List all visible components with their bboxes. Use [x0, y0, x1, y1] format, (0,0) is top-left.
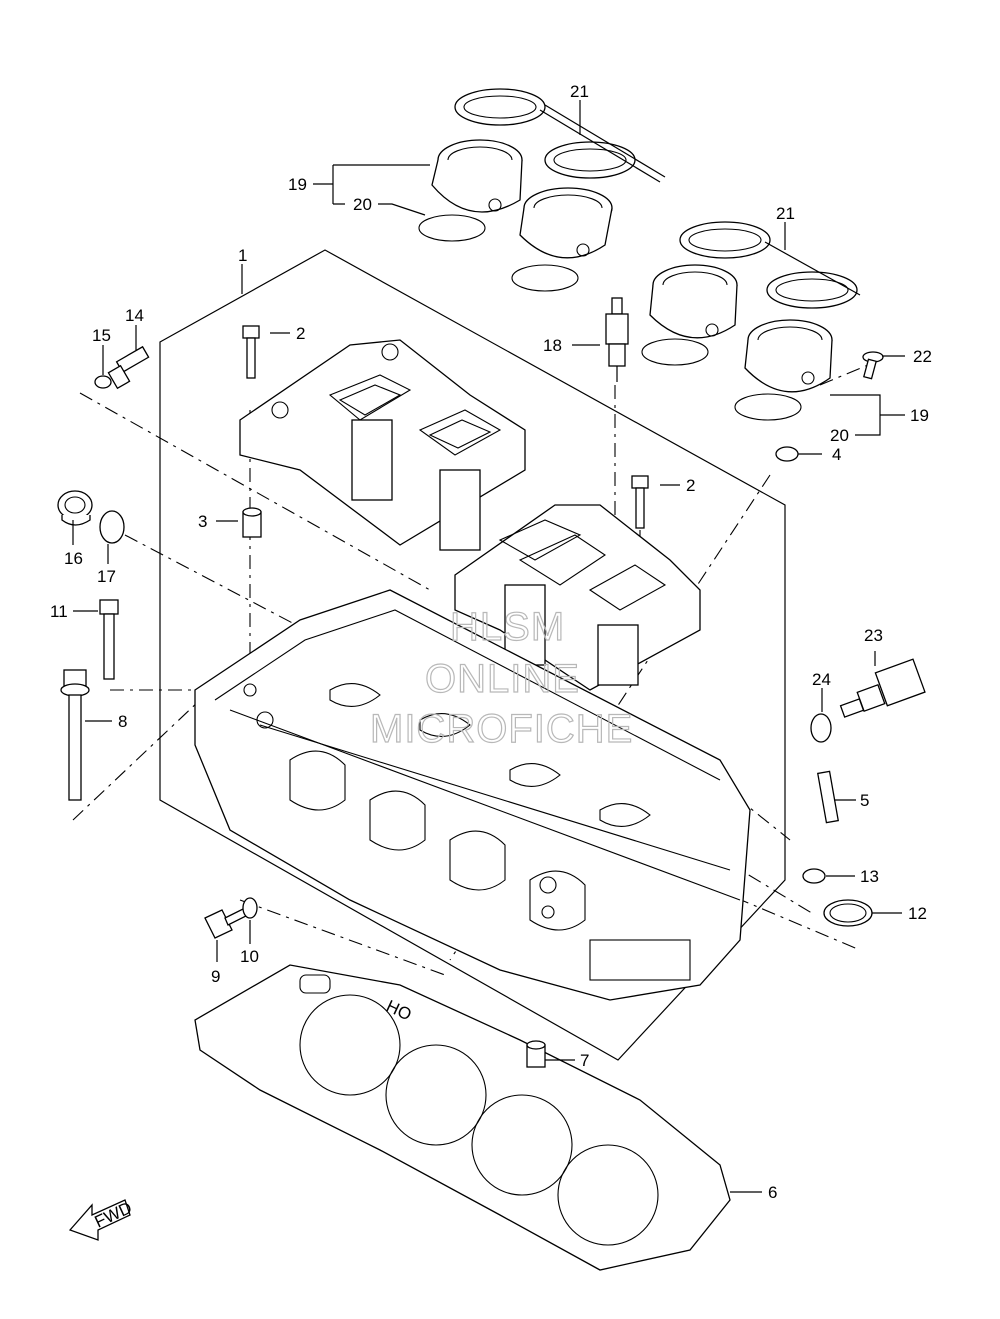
o-ring-13 [802, 868, 826, 884]
plug-16 [57, 490, 93, 526]
intake-boot-upper-left [431, 139, 523, 213]
leader-lines [72, 100, 905, 1193]
callout-2b: 2 [686, 476, 695, 495]
callout-15: 15 [92, 326, 111, 345]
o-ring-lower-b [734, 393, 802, 421]
callout-19a: 19 [288, 175, 307, 194]
callout-18: 18 [543, 336, 562, 355]
bolt-11 [99, 599, 119, 680]
callout-3: 3 [198, 512, 207, 531]
watermark-line-1: HLSM [450, 605, 565, 649]
clamp-upper [454, 88, 666, 183]
o-ring-15 [94, 375, 112, 389]
watermark: HLSM ONLINE MICROFICHE [369, 604, 633, 751]
callout-23: 23 [864, 626, 883, 645]
callout-24: 24 [812, 670, 831, 689]
bolt-9 [204, 907, 249, 939]
callout-14: 14 [125, 306, 144, 325]
watermark-line-2: ONLINE [425, 657, 580, 701]
intake-boot-lower-left [649, 264, 738, 339]
screw-22 [862, 351, 884, 380]
callout-22: 22 [913, 347, 932, 366]
callout-11: 11 [50, 602, 68, 621]
callout-6: 6 [768, 1183, 777, 1202]
washer-10 [242, 897, 258, 919]
clamp-lower [679, 221, 861, 309]
o-ring-upper-b [511, 264, 579, 292]
callout-1: 1 [238, 246, 247, 265]
callout-21a: 21 [570, 82, 589, 101]
callout-2a: 2 [296, 324, 305, 343]
callout-17: 17 [97, 567, 116, 586]
callout-7: 7 [580, 1051, 589, 1070]
fitting-14 [107, 345, 150, 390]
callout-21b: 21 [776, 204, 795, 223]
bolt-2-left [242, 325, 260, 379]
fwd-arrow-icon: FWD [68, 1198, 135, 1241]
o-ring-12-inner [829, 903, 867, 923]
o-ring-upper-a [418, 214, 486, 242]
callout-19b: 19 [910, 406, 929, 425]
fwd-label: FWD [92, 1198, 135, 1232]
intake-boot-lower-right [744, 319, 833, 393]
gasket-17 [99, 510, 125, 544]
head-gasket-6: HO [194, 964, 731, 1271]
dowel-pin-7 [526, 1040, 546, 1068]
callout-5: 5 [860, 791, 869, 810]
callout-16: 16 [64, 549, 83, 568]
o-ring-lower-a [641, 338, 709, 366]
camshaft-holder-left [239, 339, 526, 551]
bolt-8 [60, 669, 90, 801]
gasket-24 [810, 713, 832, 743]
watermark-line-3: MICROFICHE [370, 707, 633, 751]
assembly-frame [159, 249, 786, 1061]
cylinder-head-1 [194, 589, 751, 1001]
callout-20a: 20 [353, 195, 372, 214]
washer-4 [775, 446, 799, 462]
callout-10: 10 [240, 947, 259, 966]
callout-numbers: 1 2 2 3 4 5 6 7 8 9 10 11 12 13 14 15 16… [50, 82, 932, 1202]
callout-9: 9 [211, 967, 220, 986]
callout-8: 8 [118, 712, 127, 731]
callout-13: 13 [860, 867, 879, 886]
pipe-5 [816, 770, 840, 824]
callout-20b: 20 [830, 426, 849, 445]
sensor-23 [839, 658, 926, 718]
dowel-pin-3 [242, 507, 262, 538]
callout-12: 12 [908, 904, 927, 923]
spark-plug-18 [605, 297, 629, 382]
intake-boot-upper-right [519, 187, 613, 259]
callout-4: 4 [832, 445, 841, 464]
bolt-2-right [631, 475, 649, 529]
camshaft-holder-right [454, 504, 701, 691]
